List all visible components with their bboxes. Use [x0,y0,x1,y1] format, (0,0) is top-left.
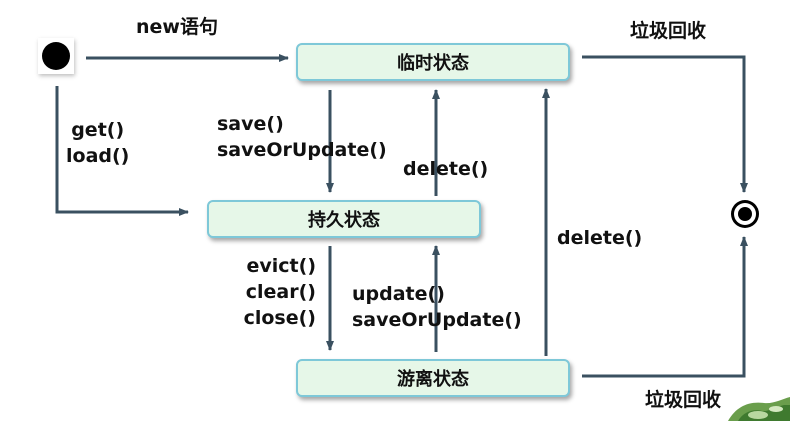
final-state-node [731,200,759,228]
initial-state-node [38,38,74,74]
state-detached: 游离状态 [296,359,570,397]
label-delete-persistent: delete() [403,158,489,180]
label-evict-group: evict() clear() close() [238,253,316,331]
label-evict: evict() [246,255,317,277]
label-get-load: get() load() [66,117,129,169]
arrow-transient-gc [582,55,748,193]
label-load: load() [66,145,130,167]
label-gc-transient: 垃圾回收 [630,20,707,42]
label-delete-detached: delete() [557,227,643,249]
state-persistent: 持久状态 [207,200,481,238]
label-clear: clear() [245,281,316,303]
label-get: get() [71,119,125,141]
label-save-group: save() saveOrUpdate() [217,111,387,163]
label-update-save-or-update: saveOrUpdate() [352,309,522,331]
label-save: save() [217,113,284,135]
label-update: update() [352,283,445,305]
arrow-get-load-to-persistent [55,86,189,216]
label-gc-detached: 垃圾回收 [645,389,722,411]
label-save-or-update: saveOrUpdate() [217,139,387,161]
state-transient: 临时状态 [296,43,570,81]
label-close: close() [243,307,316,329]
arrow-detached-gc [582,236,748,378]
label-new-statement: new语句 [136,16,218,38]
corner-decoration [728,397,790,421]
label-update-group: update() saveOrUpdate() [352,281,522,333]
